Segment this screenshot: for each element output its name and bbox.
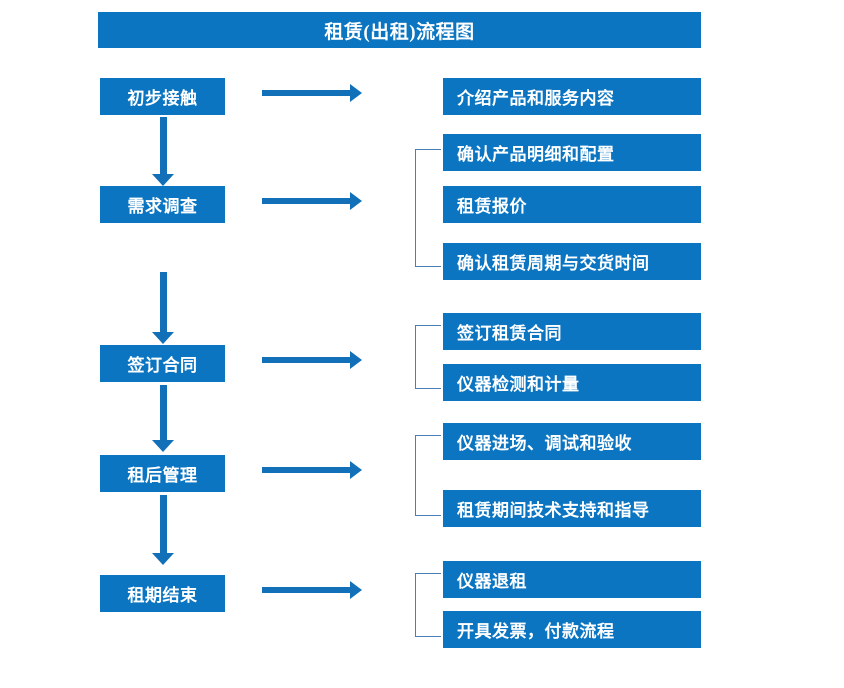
arrow-head [152, 553, 174, 565]
arrow-shaft [160, 385, 167, 441]
arrow-down-stage-1-to-2 [148, 117, 178, 186]
arrow-down-stage-4-to-5 [148, 495, 178, 565]
arrow-down-stage-3-to-4 [148, 385, 178, 452]
detail-box-1-1[interactable]: 介绍产品和服务内容 [443, 78, 701, 115]
arrow-shaft [262, 587, 351, 593]
arrow-shaft [262, 90, 351, 96]
arrow-shaft [160, 117, 167, 175]
detail-box-2-2[interactable]: 租赁报价 [443, 186, 701, 223]
detail-box-5-1[interactable]: 仪器退租 [443, 561, 701, 598]
arrow-down-stage-2-to-3 [148, 272, 178, 344]
bracket-connector-stage-5 [415, 573, 441, 637]
arrow-head [350, 192, 362, 210]
stage-box-4[interactable]: 租后管理 [100, 455, 225, 492]
arrow-right-stage-4 [262, 460, 362, 480]
arrow-shaft [160, 495, 167, 554]
detail-box-5-2[interactable]: 开具发票，付款流程 [443, 611, 701, 648]
detail-box-3-2[interactable]: 仪器检测和计量 [443, 364, 701, 401]
arrow-head [350, 351, 362, 369]
diagram-title-banner: 租赁(出租)流程图 [98, 12, 701, 48]
arrow-right-stage-2 [262, 191, 362, 211]
arrow-shaft [160, 272, 167, 333]
arrow-head [152, 174, 174, 186]
arrow-shaft [262, 467, 351, 473]
arrow-right-stage-5 [262, 580, 362, 600]
arrow-head [152, 440, 174, 452]
stage-box-2[interactable]: 需求调查 [100, 186, 225, 223]
detail-box-2-1[interactable]: 确认产品明细和配置 [443, 134, 701, 171]
detail-box-4-2[interactable]: 租赁期间技术支持和指导 [443, 490, 701, 527]
arrow-right-stage-3 [262, 350, 362, 370]
detail-box-3-1[interactable]: 签订租赁合同 [443, 313, 701, 350]
bracket-connector-stage-3 [415, 325, 441, 389]
arrow-head [350, 461, 362, 479]
arrow-head [350, 581, 362, 599]
detail-box-4-1[interactable]: 仪器进场、调试和验收 [443, 423, 701, 460]
stage-box-1[interactable]: 初步接触 [100, 78, 225, 115]
arrow-shaft [262, 198, 351, 204]
arrow-right-stage-1 [262, 83, 362, 103]
stage-box-3[interactable]: 签订合同 [100, 345, 225, 382]
arrow-head [350, 84, 362, 102]
bracket-connector-stage-2 [415, 149, 441, 267]
arrow-shaft [262, 357, 351, 363]
stage-box-5[interactable]: 租期结束 [100, 575, 225, 612]
arrow-head [152, 332, 174, 344]
detail-box-2-3[interactable]: 确认租赁周期与交货时间 [443, 243, 701, 280]
bracket-connector-stage-4 [415, 435, 441, 516]
